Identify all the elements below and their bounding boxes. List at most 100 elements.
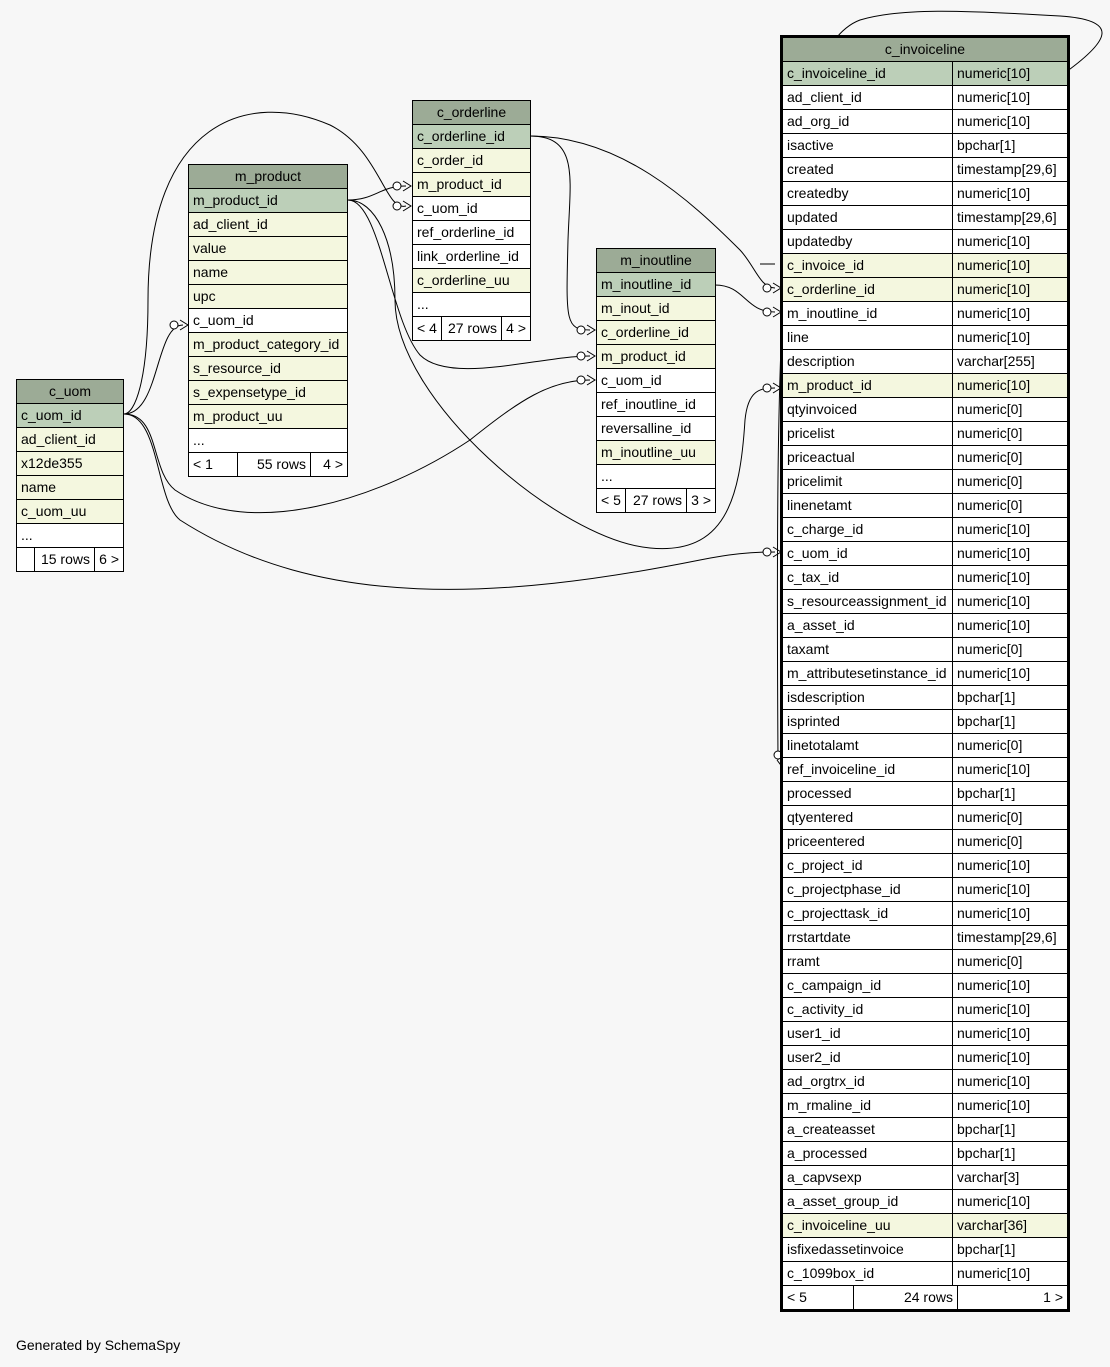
footer-right[interactable]: 1 > (1043, 1289, 1063, 1305)
column-row[interactable]: upc (189, 285, 347, 309)
footer-left[interactable] (17, 548, 35, 571)
column-row[interactable]: c_uom_uu (17, 500, 123, 524)
column-row[interactable]: m_product_uu (189, 405, 347, 429)
column-row[interactable]: m_product_id (597, 345, 715, 369)
optional-end-marker (576, 375, 586, 385)
footer-left[interactable]: < 1 (189, 453, 238, 476)
column-row[interactable]: s_expensetype_id (189, 381, 347, 405)
footer-right[interactable]: 6 > (99, 551, 119, 567)
column-row[interactable]: ad_client_id (17, 428, 123, 452)
column-row[interactable]: c_order_id (413, 149, 530, 173)
column-row[interactable]: name (17, 476, 123, 500)
column-row[interactable]: c_orderline_id (413, 125, 530, 149)
column-row[interactable]: m_product_id (413, 173, 530, 197)
column-name: c_uom_id (787, 545, 848, 561)
table-footer: < 5 27 rows 3 > (597, 489, 715, 512)
column-row[interactable]: m_product_id (189, 189, 347, 213)
column-row[interactable]: name (189, 261, 347, 285)
column-row[interactable]: c_orderline_uu (413, 269, 530, 293)
column-row[interactable]: value (189, 237, 347, 261)
column-row[interactable]: link_orderline_id (413, 245, 530, 269)
column-row[interactable]: c_uom_id (17, 404, 123, 428)
column-row[interactable]: m_inout_id (597, 297, 715, 321)
footer-right[interactable]: 4 > (506, 320, 526, 336)
column-row[interactable]: s_resource_id (189, 357, 347, 381)
column-row[interactable]: c_uom_id (189, 309, 347, 333)
column-row[interactable]: m_inoutline_id (597, 273, 715, 297)
column-row[interactable]: x12de355 (17, 452, 123, 476)
footer-left[interactable]: < 5 (597, 489, 626, 512)
footer-right[interactable]: 4 > (323, 456, 343, 472)
column-row[interactable]: ref_orderline_id (413, 221, 530, 245)
column-row[interactable]: c_uom_id (597, 369, 715, 393)
footer-left[interactable]: < 5 (783, 1286, 854, 1309)
column-row[interactable]: ref_inoutline_id (597, 393, 715, 417)
column-row[interactable]: m_inoutline_uu (597, 441, 715, 465)
column-row[interactable]: c_orderline_id (597, 321, 715, 345)
column-row[interactable]: c_uom_id (413, 197, 530, 221)
column-row[interactable]: reversalline_id (597, 417, 715, 441)
column-row[interactable]: m_product_category_id (189, 333, 347, 357)
footer-left[interactable]: < 4 (413, 317, 442, 340)
column-row[interactable]: ad_client_id (189, 213, 347, 237)
footer-right[interactable]: 3 > (691, 492, 711, 508)
column-name: name (193, 264, 229, 280)
